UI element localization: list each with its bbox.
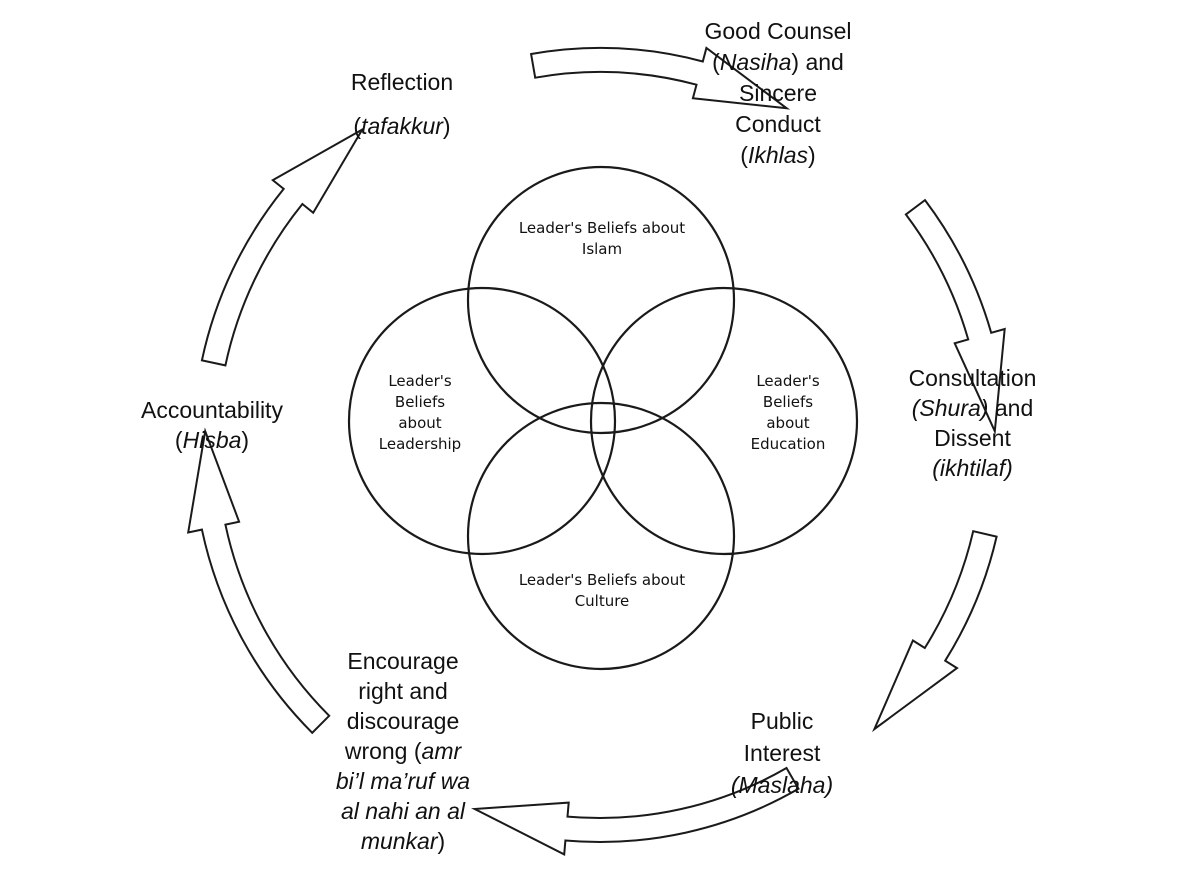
stage-text: Consultation [908,365,1037,391]
stage-text: discourage [346,708,460,734]
arrow-interest-to-encourage [471,766,800,856]
stage-term: Nasiha [719,49,792,75]
circle-label-line: Culture [574,592,630,610]
arrow-accountability-to-reflection [200,126,366,367]
stage-text: Conduct [735,111,821,137]
arrow-counsel-to-consultation [904,198,1006,436]
circle-label-line: Beliefs [394,393,446,411]
stage-text: Dissent [934,425,1011,451]
circle-label-line: about [766,414,810,432]
stage-text: ) and [791,49,844,75]
stage-label-line: (Shura) and [885,393,1060,423]
arrow-consultation-to-interest [871,530,998,733]
stage-term: (ikhtilaf) [932,455,1013,481]
stage-label-line: discourage [318,706,488,736]
circle-label-line: Leader's [388,372,452,390]
stage-text: ( [712,49,720,75]
circle-label-line: Education [750,435,826,453]
circle-label-leadership: Leader's Beliefs about Leadership [355,371,485,455]
stage-reflection: Reflection (tafakkur) [322,60,482,148]
stage-term: Hisba [182,427,242,453]
stage-text: Encourage [347,648,459,674]
stage-label-line: (Nasiha) and [688,47,868,78]
circle-label-education: Leader's Beliefs about Education [723,371,853,455]
stage-term: (Maslaha) [730,772,834,798]
arrow-encourage-to-accountability [186,427,331,735]
stage-term: munkar [360,828,438,854]
stage-label-line: (Maslaha) [707,769,857,801]
circle-label-line: Leader's Beliefs about [518,219,686,237]
stage-term: tafakkur [361,113,443,139]
stage-label-line: Public [707,705,857,737]
stage-label-line: (Ikhlas) [688,140,868,171]
stage-term-line: (tafakkur) [353,113,451,139]
stage-label-line: (ikhtilaf) [885,453,1060,483]
arrow-reflection-to-counsel [529,46,791,110]
stage-term: al nahi an al [340,798,466,824]
circle-islam [466,165,736,435]
circle-label-line: Leader's [756,372,820,390]
stage-label-line: bi’l ma’ruf wa [318,766,488,796]
circle-label-line: Leader's Beliefs about [518,571,686,589]
stage-text: ( [740,142,748,168]
stage-text: ) [808,142,816,168]
circle-culture [466,401,736,671]
stage-label-line: Interest [707,737,857,769]
circle-label-line: Beliefs [762,393,814,411]
stage-label-line: Consultation [885,363,1060,393]
stage-term: bi’l ma’ruf wa [335,768,471,794]
circle-label-line: Islam [581,240,623,258]
stage-text: Sincere [739,80,817,106]
stage-label-line: Dissent [885,423,1060,453]
belief-circles [347,165,859,671]
stage-text: right and [358,678,448,704]
stage-title: Reflection [350,69,454,95]
stage-label-line: Conduct [688,109,868,140]
stage-label-line: right and [318,676,488,706]
cycle-arrows [186,46,1006,856]
stage-text: ) [437,828,446,854]
stage-label-line: Sincere [688,78,868,109]
circle-label-culture: Leader's Beliefs about Culture [482,570,722,612]
stage-accountability: Accountability (Hisba) [122,395,302,455]
circle-label-line: about [398,414,442,432]
circle-education [589,286,859,556]
stage-text: Public [750,708,814,734]
stage-text: Good Counsel [704,18,852,44]
stage-term: Ikhlas [747,142,809,168]
stage-label-line: Good Counsel [688,16,868,47]
stage-term-line: (Hisba) [174,427,250,453]
stage-text: Interest [743,740,821,766]
stage-label-line: Encourage [318,646,488,676]
stage-title: Accountability [141,397,283,423]
circle-label-islam: Leader's Beliefs about Islam [482,218,722,260]
stage-label-line: wrong (amr [318,736,488,766]
circle-label-line: Leadership [378,435,462,453]
stage-term: amr [421,738,462,764]
circle-leadership [347,286,617,556]
stage-text: wrong ( [344,738,422,764]
stage-label-line: al nahi an al [318,796,488,826]
stage-term: (Shura) [911,395,989,421]
stage-text: and [988,395,1034,421]
stage-label-line: munkar) [318,826,488,856]
